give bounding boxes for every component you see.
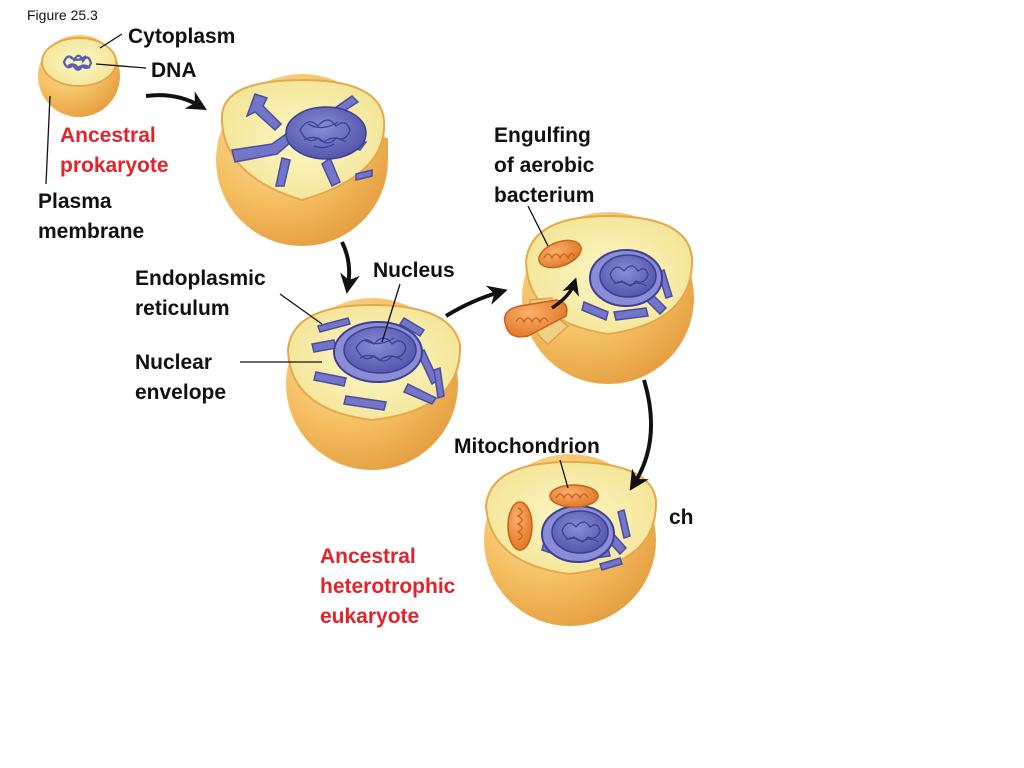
engulfing-cell	[503, 212, 694, 384]
leader-lines	[45, 33, 569, 489]
dna-leader	[95, 63, 147, 69]
engulfing-leader	[527, 205, 549, 247]
figure-number: Figure 25.3	[27, 7, 98, 23]
arrow-4	[629, 379, 654, 491]
mitochondrion-inside	[538, 239, 582, 269]
bacterium-outside	[503, 299, 568, 338]
label-plasma-membrane: Plasma membrane	[38, 190, 145, 243]
arrow-1	[145, 91, 207, 111]
label-cytoplasm: Cytoplasm	[128, 25, 236, 48]
mitochondrion-top	[549, 484, 599, 508]
label-nucleus: Nucleus	[373, 259, 455, 282]
label-endoplasmic-reticulum: Endoplasmic reticulum	[135, 267, 266, 320]
label-nuclear-envelope: Nuclear envelope	[135, 351, 227, 404]
label-dna: DNA	[151, 59, 197, 82]
cytoplasm-leader	[99, 33, 123, 49]
label-engulfing: Engulfing of aerobic bacterium	[494, 124, 595, 207]
label-mitochondrion: Mitochondrion	[454, 435, 600, 458]
prokaryote-cell	[38, 35, 120, 117]
er-leader	[279, 293, 323, 325]
process-arrows	[145, 91, 654, 491]
arrow-3	[444, 285, 508, 318]
dna-coil	[62, 54, 93, 71]
eukaryote-cell	[484, 454, 658, 626]
nucleated-cell	[286, 298, 462, 470]
plasma-membrane-leader	[45, 95, 51, 185]
label-ch: ch	[669, 506, 694, 529]
nucleus-leader	[381, 283, 401, 343]
mitochondrion-left	[507, 501, 533, 551]
arrow-2	[340, 241, 360, 294]
label-ancestral-prokaryote: Ancestral prokaryote	[60, 124, 169, 177]
mitochondrion-leader	[559, 459, 569, 489]
label-ancestral-eukaryote: Ancestral heterotrophic eukaryote	[320, 545, 456, 628]
infolding-cell	[216, 74, 388, 246]
